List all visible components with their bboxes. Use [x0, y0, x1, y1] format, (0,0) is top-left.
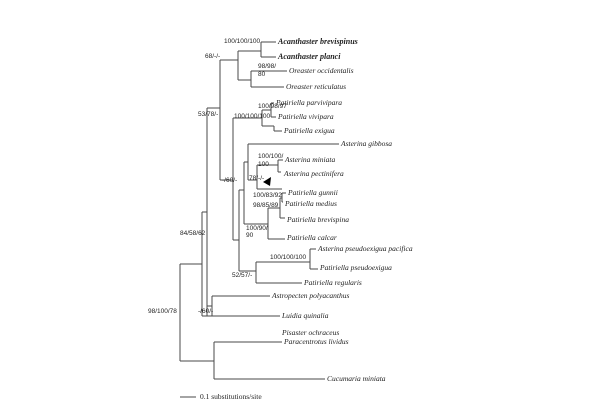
taxon-label: Patiriella calcar — [286, 233, 337, 242]
support-value: 78/-/- — [249, 175, 264, 182]
taxon-label: Patiriella vivipara — [277, 112, 334, 121]
taxon-label: Patiriella parvivipara — [275, 98, 342, 107]
support-value: 98/100/78 — [148, 308, 177, 315]
support-value: 52/57/- — [232, 272, 252, 279]
support-value: 100/100/100 — [234, 113, 271, 120]
taxon-label: Patiriella brevispina — [286, 215, 349, 224]
taxon-label: Asterina miniata — [284, 155, 335, 164]
taxon-label: Patiriella medius — [284, 199, 337, 208]
support-value: 100/100/ — [258, 153, 283, 160]
taxon-label: Pisaster ochraceus — [281, 328, 339, 337]
support-value: 100/83/92 — [253, 192, 282, 199]
support-value: 68/-/- — [205, 53, 220, 60]
taxon-label: Cucumaria miniata — [327, 374, 386, 383]
taxon-label: Patiriella regularis — [303, 278, 362, 287]
taxon-label: Asterina pseudoexigua pacifica — [317, 244, 413, 253]
support-value: -/60/- — [222, 177, 237, 184]
support-value: 98/98/ — [258, 63, 276, 70]
taxon-labels: Acanthaster brevispinus Acanthaster plan… — [271, 37, 413, 383]
taxon-label: Astropecten polyacanthus — [271, 291, 349, 300]
taxon-label: Patiriella gunnii — [287, 188, 338, 197]
support-value: 53/78/- — [198, 111, 218, 118]
taxon-label: Paracentrotus lividus — [283, 337, 349, 346]
taxon-label: Asterina pectinifera — [283, 169, 344, 178]
taxon-label: Patiriella pseudoexigua — [319, 263, 392, 272]
support-value: 98/85/89 — [253, 202, 279, 209]
support-value: 100 — [258, 161, 269, 168]
support-value: 80 — [258, 71, 266, 78]
taxon-label: Luidia quinalia — [281, 311, 329, 320]
support-value: -/60/- — [198, 308, 213, 315]
taxon-label: Acanthaster brevispinus — [277, 37, 358, 46]
taxon-label: Oreaster reticulatus — [286, 82, 346, 91]
support-value: 100/100/100 — [224, 38, 261, 45]
node-arrow-marker — [263, 177, 271, 186]
taxon-label: Asterina gibbosa — [340, 139, 392, 148]
support-value: 100/90/ — [246, 225, 268, 232]
taxon-label: Patiriella exigua — [283, 126, 335, 135]
scale-bar: 0.1 substitutions/site — [180, 392, 262, 401]
support-value: 100/100/100 — [270, 254, 307, 261]
scale-bar-label: 0.1 substitutions/site — [200, 392, 262, 401]
support-value: 90 — [246, 232, 254, 239]
taxon-label: Acanthaster planci — [277, 52, 341, 61]
support-values: 100/100/100 68/-/- 98/98/ 80 53/78/- 100… — [148, 38, 307, 315]
support-value: 100/98/97 — [258, 103, 287, 110]
tree-branches — [179, 41, 339, 380]
taxon-label: Oreaster occidentalis — [289, 66, 354, 75]
support-value: 84/58/62 — [180, 230, 206, 237]
